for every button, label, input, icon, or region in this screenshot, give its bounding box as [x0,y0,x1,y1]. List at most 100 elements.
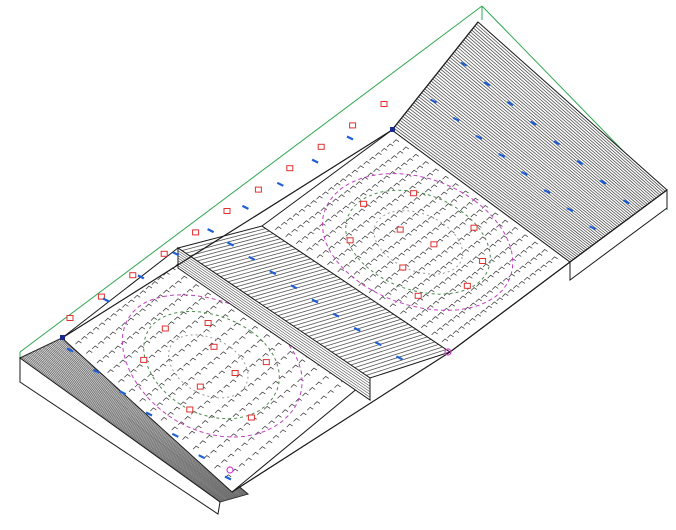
grid-tick-mark [280,221,288,226]
grid-tick-mark [298,208,306,213]
grid-tick-mark [402,205,409,210]
grid-tick-mark [180,401,187,406]
grid-tick-mark [237,354,245,359]
grid-tick-mark [368,215,376,220]
grid-tick-mark [382,249,389,254]
grid-tick-mark [415,181,422,186]
grid-tick-mark [75,340,82,345]
grid-tick-mark [145,303,152,308]
grid-tick-mark [456,253,464,257]
ridge-line [398,121,578,258]
grid-tick-mark [508,273,515,278]
ridge-line [471,29,661,196]
grid-tick-mark [428,274,436,278]
ridge-line [399,119,580,256]
square-marker-icon [346,237,354,244]
grid-tick-mark [109,331,117,336]
ridge-line [246,271,330,296]
grid-tick-mark [405,232,412,237]
grid-tick-mark [151,387,159,392]
grid-tick-mark [184,416,191,420]
grid-tick-mark [511,227,519,231]
grid-tick-mark [336,210,344,214]
grid-tick-mark [180,311,187,316]
structure-edge [61,129,393,339]
ridge-line [415,100,597,243]
grid-tick-mark [313,227,320,231]
grid-tick-mark [395,166,402,171]
dash-marker-icon [430,98,437,104]
dash-marker-icon [543,189,551,195]
contour-core [168,334,249,399]
ridge-line [438,70,624,224]
grid-tick-mark [365,188,373,193]
grid-tick-mark [116,308,123,313]
grid-tick-mark [343,264,350,268]
grid-tick-mark [519,265,526,270]
grid-tick-mark [114,345,122,350]
grid-tick-mark [436,180,443,184]
grid-tick-mark [195,425,202,430]
grid-tick-mark [420,324,428,329]
grid-tick-mark [491,212,499,217]
grid-tick-mark [259,391,266,396]
grid-tick-mark [263,405,271,410]
grid-tick-mark [534,268,542,273]
grid-tick-mark [390,287,397,292]
ridge-line [421,92,604,238]
grid-tick-mark [387,245,395,250]
grid-tick-mark [407,201,415,206]
grid-tick-mark [431,331,438,336]
grid-tick-mark [396,210,403,214]
ridge-line [262,281,345,306]
bbox-edge [19,5,483,353]
grid-tick-mark [386,261,394,265]
grid-tick-mark [545,260,553,265]
grid-tick-mark [492,270,500,275]
ridge-line [424,88,608,235]
grid-tick-mark [521,234,529,239]
dash-marker-icon [269,270,277,276]
ridge-line [457,47,645,208]
grid-tick-mark [293,418,300,422]
ridge-line [405,111,587,251]
grid-tick-mark [228,309,235,313]
grid-tick-mark [143,340,151,345]
ridge-line [427,84,611,233]
ridge-line [432,78,617,229]
grid-tick-mark [236,374,243,378]
grid-tick-mark [157,294,164,299]
grid-tick-mark [197,405,204,410]
grid-tick-mark [386,202,393,207]
grid-tick-mark [409,185,416,190]
square-marker-icon [479,258,487,264]
grid-tick-mark [402,146,410,151]
grid-tick-mark [452,330,460,334]
grid-tick-mark [385,276,393,281]
grid-tick-mark [454,299,461,304]
ridge-line [394,125,574,260]
grid-tick-mark [249,363,256,368]
grid-tick-mark [252,451,259,456]
ridge-line [281,293,364,319]
ridge-line [458,45,647,207]
grid-tick-mark [194,371,201,376]
grid-tick-mark [379,163,386,168]
grid-tick-mark [119,359,126,364]
grid-tick-mark [368,289,376,294]
grid-tick-mark [214,337,222,342]
grid-tick-mark [182,436,189,440]
grid-tick-mark [400,310,407,315]
grid-tick-mark [247,382,255,387]
ridge-line [440,68,625,222]
grid-tick-mark [467,260,474,265]
grid-tick-mark [334,241,341,246]
grid-tick-mark [446,187,453,192]
grid-tick-mark [265,386,273,390]
grid-tick-mark [103,336,111,340]
grid-tick-mark [188,430,196,435]
grid-tick-mark [221,459,228,463]
ridge-line [460,43,648,205]
